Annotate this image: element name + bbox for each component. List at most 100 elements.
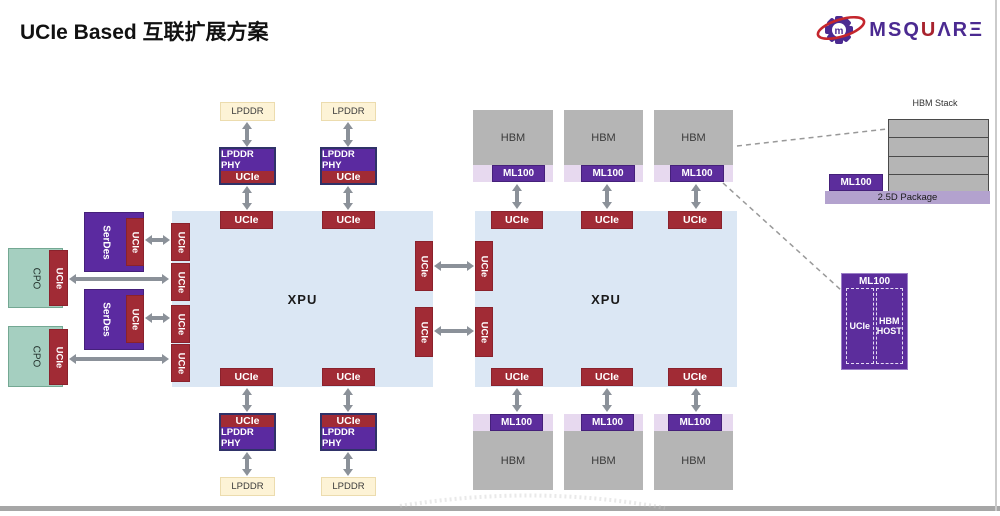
hbm-stack-label: HBM Stack: [912, 98, 958, 108]
ucie-port: UCIe: [171, 305, 190, 343]
link-arrow: [691, 388, 701, 412]
xpu-label: XPU: [591, 291, 621, 307]
ucie-port: UCIe: [475, 241, 493, 291]
lpddr-phy-module: UCIe LPDDR PHY: [320, 413, 377, 451]
lpddr-memory: LPDDR: [321, 477, 376, 496]
ucie-port: UCIe: [415, 241, 433, 291]
link-arrow: [242, 186, 252, 210]
link-arrow: [242, 452, 252, 476]
ucie-port: UCIe: [171, 263, 190, 301]
ucie-label: UCIe: [418, 321, 430, 343]
ucie-label: UCIe: [478, 321, 490, 343]
ucie-chiplet: UCIe: [49, 250, 68, 306]
ucie-label: UCIe: [129, 231, 141, 253]
ml100-die: ML100: [670, 165, 724, 182]
ucie-label: UCIe: [175, 231, 186, 253]
lpddr-memory: LPDDR: [220, 102, 275, 121]
ucie-port: UCIe: [220, 368, 273, 386]
hbm-block: HBM: [564, 431, 643, 490]
ucie-block: UCIe: [322, 171, 375, 183]
ucie-chiplet: UCIe: [126, 295, 144, 343]
hbm-stack-layer: [888, 137, 989, 157]
cpo-label: CPO: [29, 345, 41, 368]
ucie-label: UCIe: [849, 320, 870, 331]
ml100-die: ML100: [490, 414, 543, 431]
ucie-port: UCIe: [668, 211, 722, 229]
ucie-label: UCIe: [53, 267, 64, 289]
right-xpu-die: XPU: [475, 211, 737, 387]
ucie-port: UCIe: [322, 211, 375, 229]
ucie-label: UCIe: [129, 308, 141, 330]
ucie-block: UCIe: [322, 415, 375, 427]
link-arrow: [512, 388, 522, 412]
hbm-host-label: HBM HOST: [876, 315, 902, 336]
hbm-block: HBM: [654, 110, 733, 165]
hbm-block: HBM: [654, 431, 733, 490]
serdes-label: SerDes: [100, 224, 112, 260]
ucie-label: UCIe: [175, 352, 186, 374]
lpddr-memory: LPDDR: [321, 102, 376, 121]
ucie-port: UCIe: [668, 368, 722, 386]
lpddr-phy-block: LPDDR PHY: [221, 427, 274, 449]
ml100-detail-callout: ML100 UCIe HBM HOST: [841, 273, 908, 370]
link-arrow: [69, 274, 169, 284]
link-arrow: [691, 184, 701, 209]
link-arrow: [512, 184, 522, 209]
ucie-label: UCIe: [478, 255, 490, 277]
dashed-connector: [722, 182, 842, 291]
ucie-block: UCIe: [221, 415, 274, 427]
ucie-label: UCIe: [418, 255, 430, 277]
ucie-port: UCIe: [491, 211, 543, 229]
lpddr-phy-block: LPDDR PHY: [322, 149, 375, 171]
hbm-stack-layer: [888, 119, 989, 139]
link-arrow: [242, 122, 252, 147]
ucie-chiplet: UCIe: [126, 218, 144, 266]
link-arrow: [343, 452, 353, 476]
left-xpu-die: XPU: [172, 211, 433, 387]
lpddr-memory: LPDDR: [220, 477, 275, 496]
link-arrow: [343, 122, 353, 147]
ucie-port: UCIe: [322, 368, 375, 386]
link-arrow: [145, 235, 170, 245]
link-arrow: [242, 388, 252, 412]
cpo-label: CPO: [29, 267, 41, 289]
link-arrow: [343, 388, 353, 412]
ml100-die: ML100: [581, 414, 634, 431]
ucie-port: UCIe: [581, 211, 633, 229]
ucie-label: UCIe: [175, 271, 186, 293]
package-2-5d: 2.5D Package: [825, 191, 990, 204]
ucie-sub-block: UCIe: [846, 288, 874, 364]
svg-text:m: m: [835, 26, 844, 37]
logo-gear-icon: m: [816, 15, 866, 44]
ucie-label: UCIe: [53, 346, 64, 368]
link-arrow: [434, 261, 474, 271]
link-arrow: [434, 326, 474, 336]
link-arrow: [69, 354, 169, 364]
ml100-die: ML100: [492, 165, 545, 182]
logo-text: MSQUΛRΞ: [869, 18, 984, 41]
hbm-block: HBM: [473, 431, 553, 490]
ml100-detail-title: ML100: [858, 275, 891, 287]
slide-right-edge: [995, 0, 997, 511]
ucie-port: UCIe: [475, 307, 493, 357]
hbm-stack: [888, 119, 989, 193]
link-arrow: [602, 388, 612, 412]
lpddr-phy-module: UCIe LPDDR PHY: [219, 413, 276, 451]
serdes-label: SerDes: [100, 302, 112, 337]
ucie-port: UCIe: [171, 344, 190, 382]
link-arrow: [145, 313, 170, 323]
ucie-port: UCIe: [171, 223, 190, 261]
ucie-label: UCIe: [175, 313, 186, 335]
lpddr-phy-module: LPDDR PHY UCIe: [219, 147, 276, 185]
ucie-block: UCIe: [221, 171, 274, 183]
link-arrow: [343, 186, 353, 210]
hbm-block: HBM: [564, 110, 643, 165]
ucie-chiplet: UCIe: [49, 329, 68, 385]
lpddr-phy-block: LPDDR PHY: [322, 427, 375, 449]
dashed-connector: [736, 128, 888, 147]
ucie-port: UCIe: [491, 368, 543, 386]
link-arrow: [602, 184, 612, 209]
page-title: UCIe Based 互联扩展方案: [20, 21, 269, 44]
xpu-label: XPU: [287, 291, 318, 307]
